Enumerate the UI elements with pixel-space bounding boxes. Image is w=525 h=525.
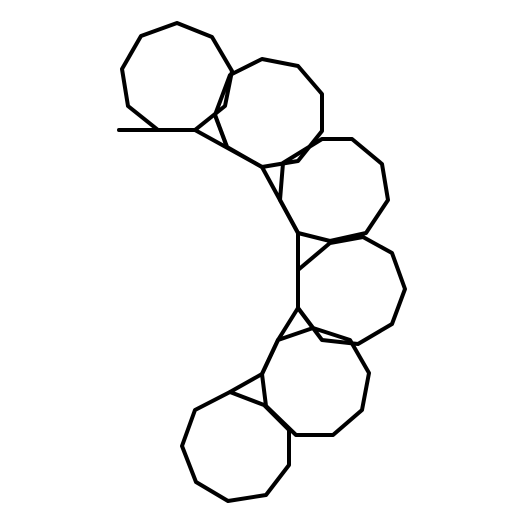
bond-layer: [117, 21, 407, 503]
junction-bond: [260, 165, 282, 202]
ring-5: [260, 326, 371, 437]
junction-bond: [296, 306, 315, 330]
junction-bond: [260, 338, 280, 376]
junction-bond: [213, 113, 229, 149]
ring-3: [278, 137, 390, 243]
junction-bond: [228, 372, 264, 394]
junction-bond: [193, 128, 264, 169]
junction-bond: [276, 306, 300, 342]
ring-1: [120, 21, 234, 132]
ring-6: [180, 390, 291, 503]
junction-bond: [278, 198, 300, 235]
